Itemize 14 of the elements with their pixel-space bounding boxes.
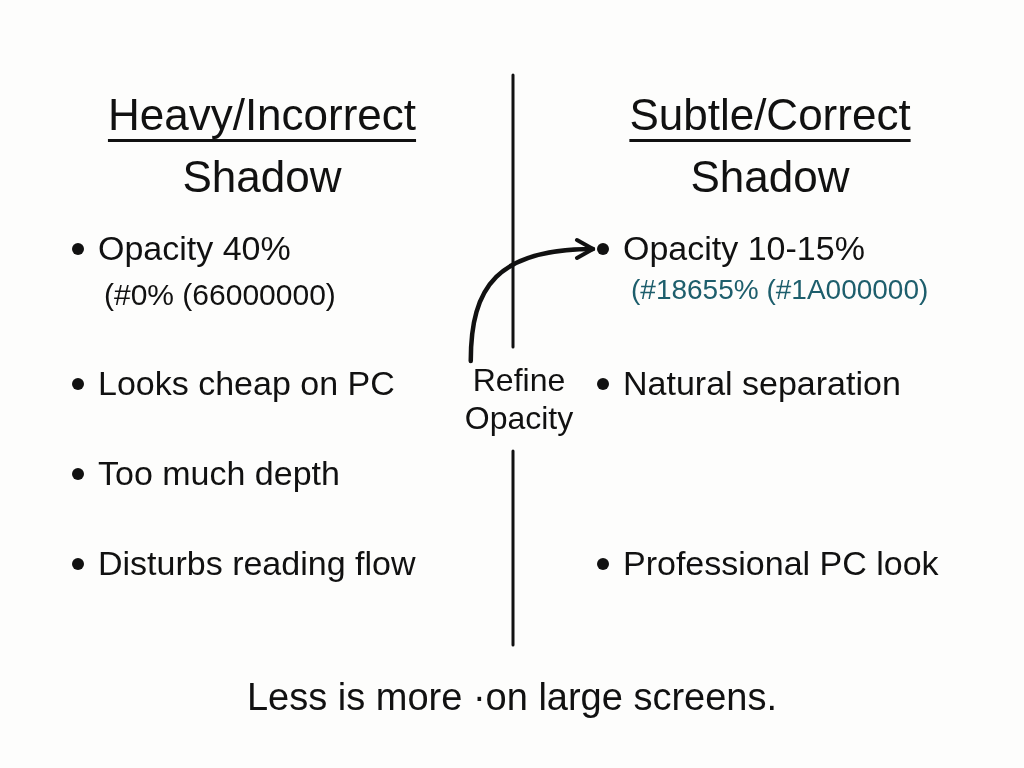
column-heading: Heavy/Incorrect Shadow — [106, 89, 418, 203]
list-item-text: Disturbs reading flow — [98, 543, 416, 584]
list-item-text: Looks cheap on PC — [98, 363, 395, 404]
list-item-text: Too much depth — [98, 453, 340, 494]
column-heading: Subtle/Correct Shadow — [628, 89, 912, 203]
list-item-text: Opacity 40% — [98, 228, 291, 269]
caption-text: Less is more ·on large screens. — [245, 675, 779, 720]
list-item-text: Opacity 10-15% — [623, 228, 866, 269]
color-code-text: (#18655% (#1A000000) — [631, 273, 929, 307]
transition-label: Refine Opacity — [464, 361, 574, 437]
curved-arrow — [468, 238, 596, 364]
list-item-text: Natural separation — [623, 363, 901, 404]
list-item-text: Professional PC look — [623, 543, 939, 584]
color-code-text: (#0% (66000000) — [104, 277, 336, 313]
